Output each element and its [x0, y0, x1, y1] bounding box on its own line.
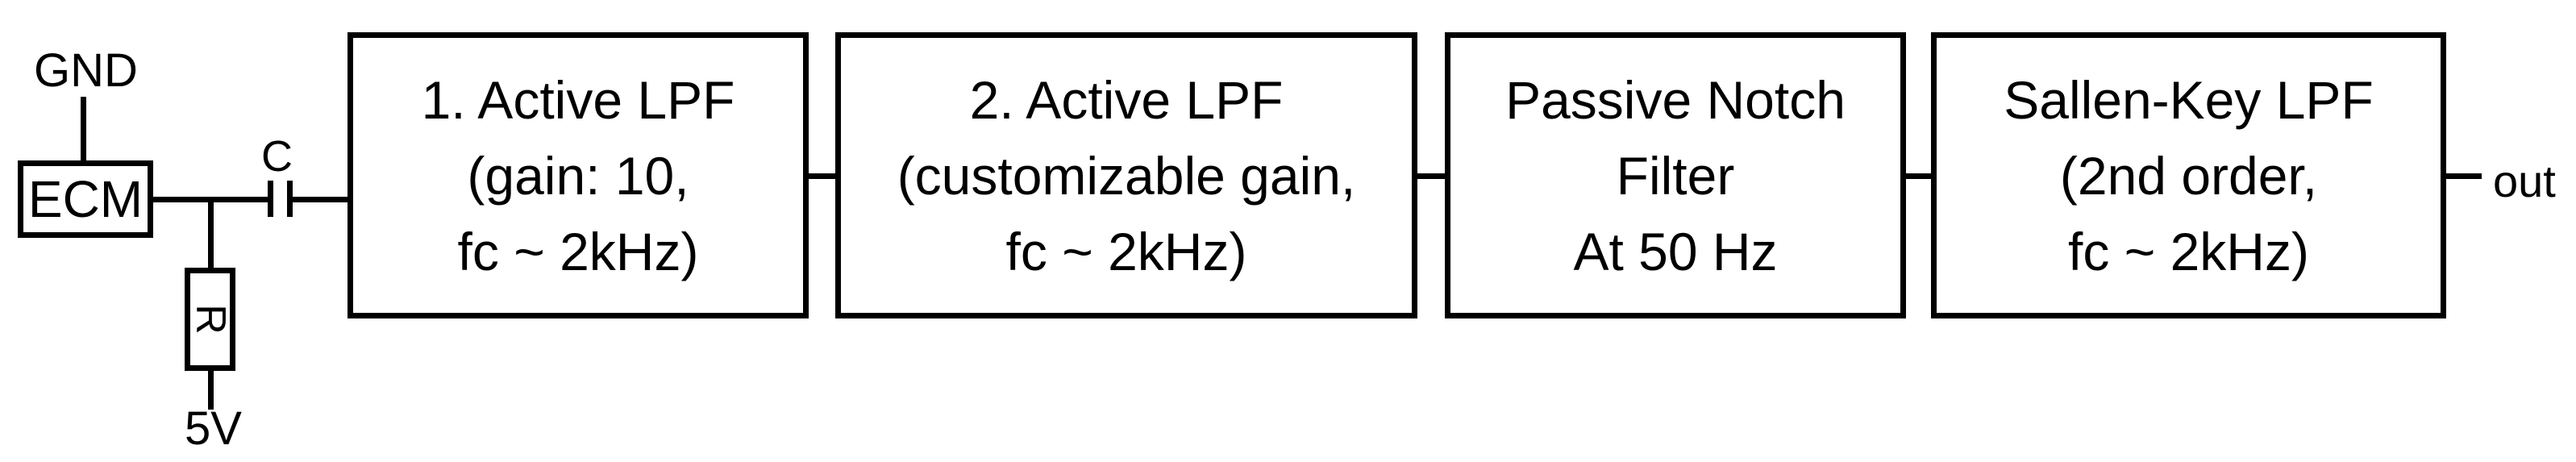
block-line: fc ~ 2kHz) [2068, 221, 2309, 281]
output-label: out [2493, 156, 2556, 206]
ecm-box: ECM [18, 160, 153, 238]
block-line: 1. Active LPF [421, 69, 735, 130]
filter-block-4-text: Sallen-Key LPF (2nd order, fc ~ 2kHz) [2004, 62, 2374, 289]
gnd-wire [81, 97, 86, 163]
ecm-label: ECM [27, 170, 144, 228]
resistor-box: R [185, 268, 235, 371]
filter-block-2-text: 2. Active LPF (customizable gain, fc ~ 2… [897, 62, 1356, 289]
block-line: Passive Notch [1505, 69, 1846, 130]
filter-block-3-notch: Passive Notch Filter At 50 Hz [1445, 32, 1906, 318]
filter-block-1-text: 1. Active LPF (gain: 10, fc ~ 2kHz) [422, 62, 735, 289]
supply-5v-label: 5V [185, 402, 242, 455]
filter-block-3-text: Passive Notch Filter At 50 Hz [1505, 62, 1846, 289]
connector-block1-block2 [809, 173, 835, 179]
filter-block-2-active-lpf: 2. Active LPF (customizable gain, fc ~ 2… [835, 32, 1417, 318]
block-line: Filter [1616, 145, 1735, 206]
block-line: (customizable gain, [897, 145, 1356, 206]
block-line: fc ~ 2kHz) [1005, 221, 1247, 281]
capacitor-plate-left [268, 181, 273, 217]
bias-junction-wire [208, 197, 214, 270]
filter-block-4-sallen-key: Sallen-Key LPF (2nd order, fc ~ 2kHz) [1931, 32, 2446, 318]
wire-capacitor-to-block1 [293, 197, 347, 202]
wire-block4-to-out [2446, 173, 2482, 179]
block-line: 2. Active LPF [969, 69, 1284, 130]
block-line: Sallen-Key LPF [2004, 69, 2374, 130]
gnd-label: GND [34, 44, 138, 97]
connector-block2-block3 [1417, 173, 1445, 179]
capacitor-plate-right [287, 181, 293, 217]
wire-resistor-to-5v [208, 371, 214, 410]
filter-block-1-active-lpf: 1. Active LPF (gain: 10, fc ~ 2kHz) [347, 32, 809, 318]
block-line: At 50 Hz [1573, 221, 1778, 281]
connector-block3-block4 [1906, 173, 1931, 179]
block-line: fc ~ 2kHz) [457, 221, 699, 281]
capacitor-label: C [261, 132, 293, 181]
block-line: (gain: 10, [467, 145, 689, 206]
block-line: (2nd order, [2059, 145, 2318, 206]
resistor-label: R [186, 304, 234, 335]
